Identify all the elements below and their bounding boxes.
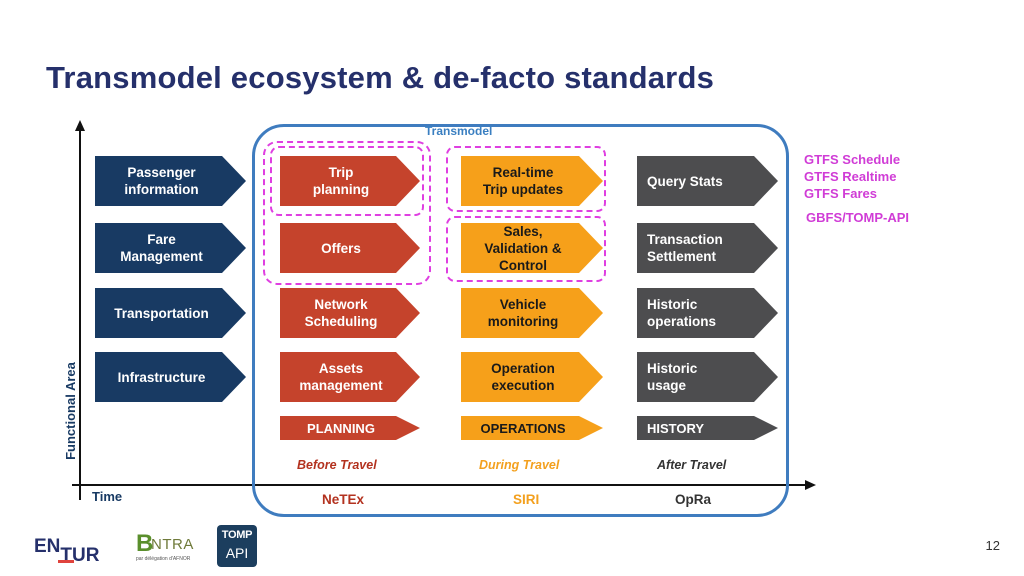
- time-after-travel: After Travel: [657, 458, 727, 472]
- history-transaction-settlement: Transaction Settlement: [637, 223, 778, 273]
- area-fare-management: Fare Management: [95, 223, 246, 273]
- bntra-logo: B NTRA par délégation d'AFNOR: [136, 530, 196, 566]
- standard-siri: SIRI: [513, 492, 540, 507]
- operations-operation-execution: Operation execution: [461, 352, 603, 402]
- planning-header: PLANNING: [280, 416, 420, 440]
- tomp-api-logo-top: TOMP: [221, 529, 253, 541]
- planning-trip-planning: Trip planning: [280, 156, 420, 206]
- external-gtfs-realtime: GTFS Realtime: [804, 169, 897, 184]
- planning-network-scheduling: Network Scheduling: [280, 288, 420, 338]
- time-before-travel: Before Travel: [297, 458, 377, 472]
- page-number: 12: [985, 538, 1000, 553]
- entur-logo: ENTUR: [34, 536, 99, 566]
- planning-offers: Offers: [280, 223, 420, 273]
- planning-assets-management: Assets management: [280, 352, 420, 402]
- tomp-api-logo: TOMP API: [217, 525, 257, 567]
- operations-vehicle-monitoring: Vehicle monitoring: [461, 288, 603, 338]
- transmodel-label: Transmodel: [425, 124, 493, 138]
- external-gbfs-tomp-api: GBFS/TOMP-API: [806, 210, 910, 225]
- area-passenger-information: Passenger information: [95, 156, 246, 206]
- x-axis-arrowhead: [805, 480, 816, 490]
- highlight-trip-offers-group: [263, 141, 431, 285]
- history-historic-usage: Historic usage: [637, 352, 778, 402]
- external-gtfs-schedule: GTFS Schedule: [804, 152, 901, 167]
- standard-opra: OpRa: [675, 492, 712, 507]
- y-axis-label: Functional Area: [63, 362, 78, 460]
- area-infrastructure: Infrastructure: [95, 352, 246, 402]
- highlight-sales: [446, 216, 606, 282]
- highlight-trip-planning: [270, 146, 424, 216]
- history-query-stats: Query Stats: [637, 156, 778, 206]
- bntra-logo-b: B: [136, 530, 154, 557]
- entur-logo-bar: [58, 560, 74, 563]
- area-transportation: Transportation: [95, 288, 246, 338]
- history-header: HISTORY: [637, 416, 778, 440]
- external-gtfs-fares: GTFS Fares: [804, 186, 877, 201]
- operations-header: OPERATIONS: [461, 416, 603, 440]
- slide-title: Transmodel ecosystem & de-facto standard…: [46, 60, 715, 95]
- highlight-realtime: [446, 146, 606, 212]
- entur-logo-text-top: EN: [34, 536, 61, 557]
- bntra-logo-text: NTRA: [151, 536, 194, 553]
- x-axis-label: Time: [92, 489, 123, 504]
- tomp-api-logo-bottom: API: [225, 545, 249, 561]
- transmodel-ecosystem-outline: [252, 124, 789, 517]
- operations-realtime-trip-updates: Real-time Trip updates: [461, 156, 603, 206]
- history-historic-operations: Historic operations: [637, 288, 778, 338]
- standard-netex: NeTEx: [322, 492, 365, 507]
- operations-sales-validation-control: Sales, Validation & Control: [461, 223, 603, 273]
- y-axis-arrowhead: [75, 120, 85, 131]
- bntra-logo-subtext: par délégation d'AFNOR: [136, 556, 191, 562]
- time-during-travel: During Travel: [479, 458, 560, 472]
